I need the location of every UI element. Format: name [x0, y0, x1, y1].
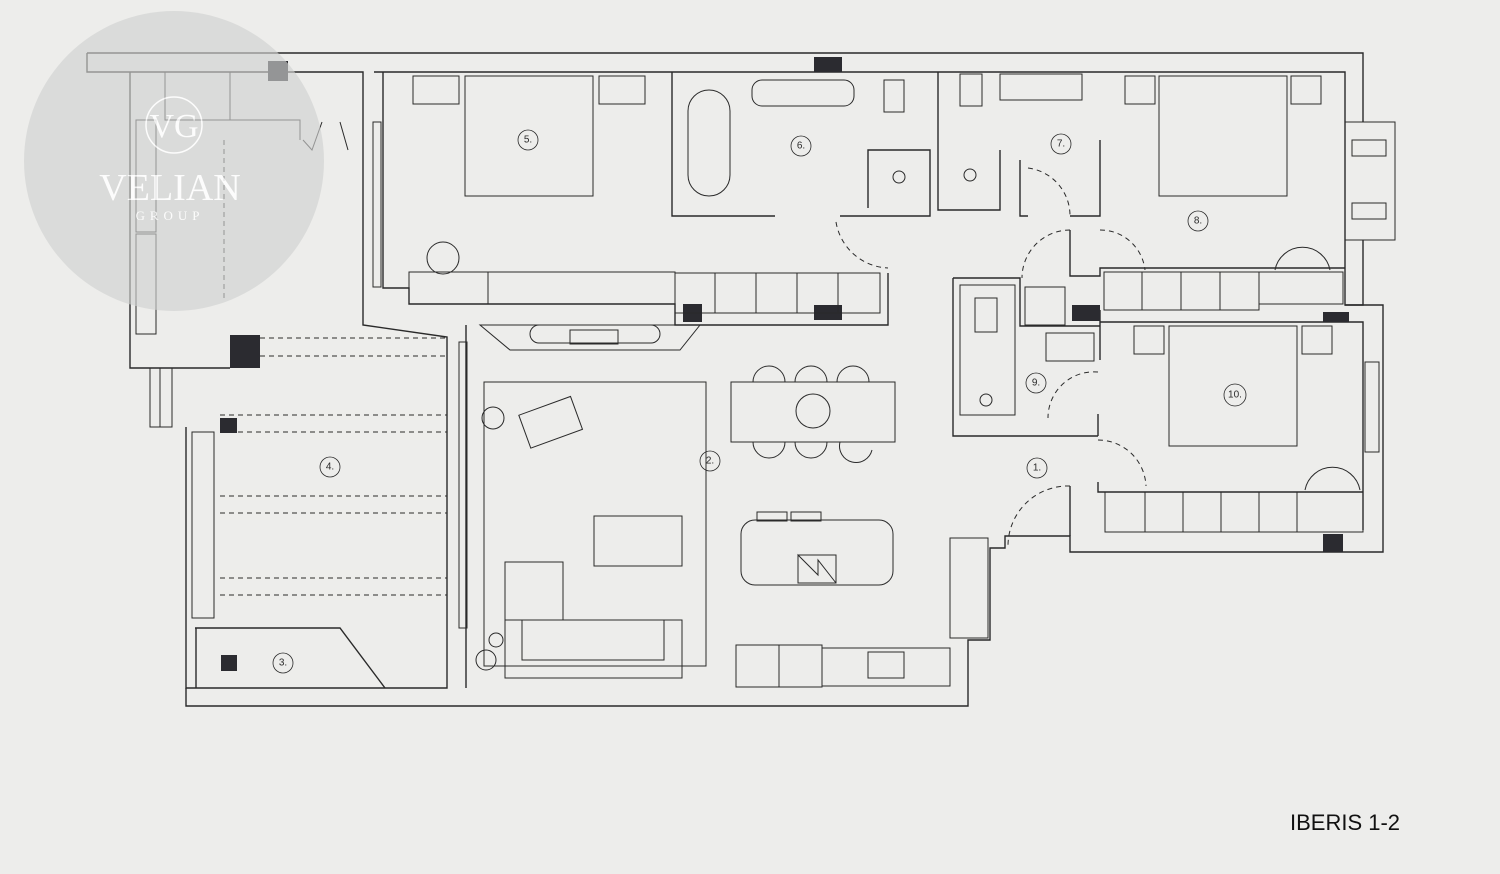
svg-text:3.: 3.: [279, 658, 287, 669]
room-label-3: 3.: [272, 652, 294, 674]
room-label-10: 10.: [1223, 383, 1247, 407]
room-label-9: 9.: [1025, 372, 1047, 394]
svg-text:10.: 10.: [1228, 390, 1242, 401]
svg-text:2.: 2.: [706, 456, 714, 467]
svg-text:1.: 1.: [1033, 463, 1041, 474]
room-label-8: 8.: [1187, 210, 1209, 232]
plan-title: IBERIS 1-2: [1290, 810, 1401, 835]
svg-text:5.: 5.: [524, 135, 532, 146]
velian-group-watermark: VG VELIAN GROUP: [24, 11, 324, 311]
svg-text:VELIAN: VELIAN: [99, 167, 240, 209]
svg-text:6.: 6.: [797, 141, 805, 152]
room-label-7: 7.: [1050, 133, 1072, 155]
svg-text:GROUP: GROUP: [135, 208, 204, 223]
svg-text:VG: VG: [149, 108, 198, 145]
room-label-1: 1.: [1026, 457, 1048, 479]
room-label-5: 5.: [517, 129, 539, 151]
svg-text:8.: 8.: [1194, 216, 1202, 227]
room-label-4: 4.: [319, 456, 341, 478]
room-label-2: 2.: [699, 450, 721, 472]
structural-columns: [220, 57, 1349, 671]
svg-text:7.: 7.: [1057, 139, 1065, 150]
svg-text:9.: 9.: [1032, 378, 1040, 389]
svg-text:4.: 4.: [326, 462, 334, 473]
room-labels: 1. 2. 3. 4. 5. 6. 7. 8. 9. 10.: [272, 129, 1247, 674]
furniture: [408, 73, 1387, 688]
room-label-6: 6.: [790, 135, 812, 157]
terrace-lines: [220, 140, 447, 596]
